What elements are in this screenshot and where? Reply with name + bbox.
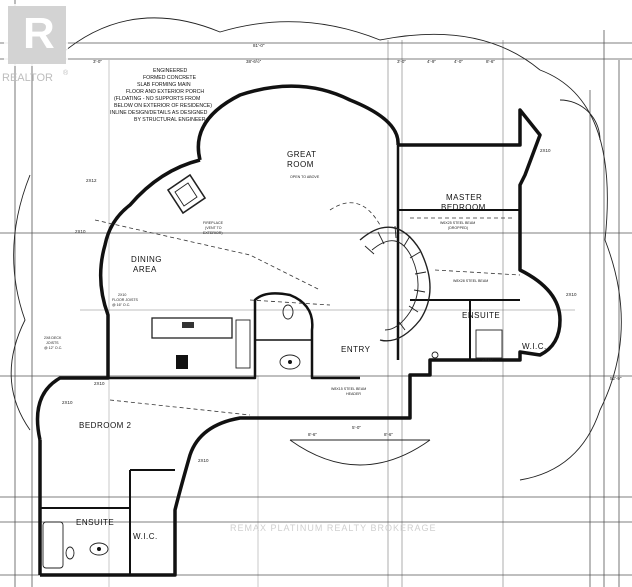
- dining-area-label-1: DINING: [131, 255, 162, 264]
- master-bedroom-label-2: BEDROOM: [441, 203, 486, 212]
- svg-text:3'-0": 3'-0": [397, 59, 406, 64]
- interior-walls: [40, 145, 520, 575]
- svg-text:2X10: 2X10: [540, 148, 551, 153]
- svg-text:(DROPPED): (DROPPED): [448, 226, 468, 230]
- svg-text:81'-0": 81'-0": [253, 43, 265, 48]
- svg-text:JOISTS: JOISTS: [46, 341, 59, 345]
- svg-text:INLINE DESIGN/DETAILS AS DESIG: INLINE DESIGN/DETAILS AS DESIGNED: [110, 110, 208, 116]
- svg-text:2X10: 2X10: [62, 400, 73, 405]
- svg-text:HEADER: HEADER: [346, 392, 361, 396]
- bath-fixtures: [42, 304, 503, 569]
- beam-lines: [94, 202, 521, 416]
- svg-text:38'-6½": 38'-6½": [246, 58, 262, 64]
- ensuite-left-label: ENSUITE: [76, 518, 114, 527]
- open-to-above-label: OPEN TO ABOVE: [290, 175, 320, 179]
- engineered-note: ENGINEERED FORMED CONCRETE SLAB FORMING …: [110, 68, 212, 123]
- bedroom2-label: BEDROOM 2: [79, 421, 132, 430]
- dimension-labels: 81'-0" 3'-0" 38'-6½" 3'-0" 4'-9" 4'-0" 8…: [62, 43, 622, 463]
- svg-text:FLOOR AND EXTERIOR PORCH: FLOOR AND EXTERIOR PORCH: [126, 89, 204, 95]
- svg-text:@ 12" O.C.: @ 12" O.C.: [44, 346, 62, 350]
- svg-text:2X10: 2X10: [198, 458, 209, 463]
- wic-left-label: W.I.C.: [133, 532, 158, 541]
- svg-text:@ 16" O.C.: @ 16" O.C.: [112, 303, 130, 307]
- watermark-text: REMAX PLATINUM REALTY BROKERAGE: [230, 523, 437, 533]
- room-labels: GREAT ROOM OPEN TO ABOVE MASTER BEDROOM …: [76, 150, 547, 541]
- realtor-logo: R REALTOR ®: [2, 4, 69, 84]
- svg-text:FLOOR JOISTS: FLOOR JOISTS: [112, 298, 139, 302]
- svg-text:ENGINEERED: ENGINEERED: [153, 68, 188, 74]
- svg-text:5'-0": 5'-0": [352, 425, 361, 430]
- logo-mark: ®: [63, 69, 69, 77]
- wic-right-label: W.I.C.: [522, 342, 547, 351]
- logo-name: REALTOR: [2, 72, 53, 84]
- svg-text:2X10: 2X10: [94, 381, 105, 386]
- dining-area-label-2: AREA: [133, 265, 157, 274]
- svg-text:4'-0": 4'-0": [454, 59, 463, 64]
- svg-text:2X10: 2X10: [482, 357, 493, 362]
- entry-label: ENTRY: [341, 345, 371, 354]
- fireplace-icon: [166, 173, 207, 215]
- svg-text:52'-9": 52'-9": [610, 376, 622, 381]
- svg-text:(FLOATING - NO SUPPORTS FROM: (FLOATING - NO SUPPORTS FROM: [114, 96, 200, 102]
- svg-text:8'-6": 8'-6": [308, 432, 317, 437]
- kitchen-island: [151, 317, 251, 369]
- svg-text:W6X25 STEEL BEAM: W6X25 STEEL BEAM: [440, 221, 475, 225]
- svg-text:8'-6": 8'-6": [384, 432, 393, 437]
- svg-text:2X10: 2X10: [118, 293, 126, 297]
- svg-text:2X10: 2X10: [75, 229, 86, 234]
- svg-text:BY STRUCTURAL ENGINEER: BY STRUCTURAL ENGINEER: [134, 117, 206, 123]
- steel-beam-notes: W6X25 STEEL BEAM (DROPPED) W8X28 STEEL B…: [331, 221, 488, 396]
- ensuite-right-label: ENSUITE: [462, 311, 500, 320]
- svg-text:FIREPLACE: FIREPLACE: [203, 221, 224, 225]
- svg-text:8'-6": 8'-6": [486, 59, 495, 64]
- svg-text:W8X15 STEEL BEAM: W8X15 STEEL BEAM: [331, 387, 366, 391]
- svg-text:4'-9": 4'-9": [427, 59, 436, 64]
- logo-letter: R: [23, 9, 55, 58]
- joist-notes: 2X10 FLOOR JOISTS @ 16" O.C. 2X8 DECK JO…: [44, 293, 139, 350]
- svg-text:BELOW ON EXTERIOR OF RESIDENCE: BELOW ON EXTERIOR OF RESIDENCE): [114, 103, 212, 109]
- svg-text:EXTERIOR): EXTERIOR): [203, 231, 223, 235]
- svg-text:W8X28 STEEL BEAM: W8X28 STEEL BEAM: [453, 279, 488, 283]
- great-room-label-2: ROOM: [287, 160, 314, 169]
- svg-text:(VENT TO: (VENT TO: [205, 226, 222, 230]
- spiral-staircase-icon: [359, 225, 431, 342]
- svg-text:SLAB FORMING MAIN: SLAB FORMING MAIN: [137, 82, 191, 88]
- svg-text:FORMED CONCRETE: FORMED CONCRETE: [143, 75, 197, 81]
- great-room-label-1: GREAT: [287, 150, 316, 159]
- deck-arcs: [10, 17, 622, 481]
- fireplace-note: FIREPLACE (VENT TO EXTERIOR): [203, 221, 224, 235]
- svg-text:2X12: 2X12: [86, 178, 97, 183]
- svg-text:2X10: 2X10: [566, 292, 577, 297]
- svg-text:2X8 DECK: 2X8 DECK: [44, 336, 62, 340]
- master-bedroom-label-1: MASTER: [446, 193, 482, 202]
- svg-text:3'-0": 3'-0": [93, 59, 102, 64]
